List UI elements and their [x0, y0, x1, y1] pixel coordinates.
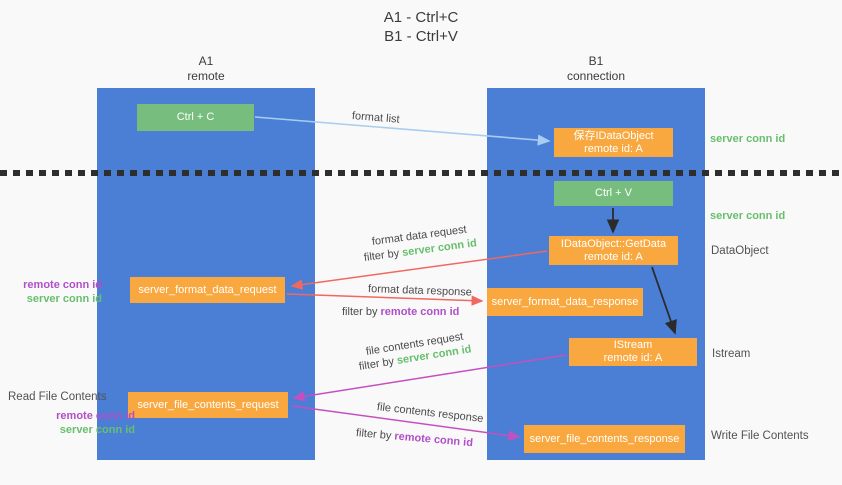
save-idataobject-line1: 保存IDataObject [573, 129, 654, 142]
remote-conn-id-text: remote conn id [380, 306, 460, 318]
read-file-contents-annotation: Read File Contents [8, 391, 107, 403]
getdata-line1: IDataObject::GetData [560, 237, 667, 250]
format-request-label: server_format_data_request [138, 283, 277, 296]
istream-line2: remote id: A [603, 352, 663, 364]
server-conn-id-annotation-left-2: server conn id [59, 424, 135, 436]
format-list-label: format list [351, 110, 401, 126]
ctrl-c-label: Ctrl + C [176, 111, 215, 123]
remote-conn-id-text: remote conn id [393, 430, 474, 450]
title-line-2: B1 - Ctrl+V [384, 28, 458, 45]
lane-header-a1: A1 remote [97, 54, 315, 84]
filter-by-remote-conn-id-label-2: filter by remote conn id [355, 427, 473, 449]
server-conn-id-annotation-1: server conn id [710, 133, 786, 145]
filter-by-text: filter by [363, 247, 403, 264]
file-response-label: server_file_contents_response [529, 432, 680, 445]
getdata-line2: remote id: A [584, 250, 643, 263]
istream-node: IStream remote id: A [569, 338, 697, 366]
remote-conn-id-annotation-2: remote conn id [56, 410, 135, 422]
server-conn-id-annotation-2: server conn id [710, 210, 786, 222]
format-data-response-label: format data response [367, 283, 473, 299]
istream-line1: IStream [613, 339, 653, 351]
server-format-data-response-node: server_format_data_response [487, 288, 643, 316]
file-contents-response-label: file contents response [376, 401, 485, 426]
istream-annotation: Istream [712, 348, 751, 360]
ctrl-v-label: Ctrl + V [595, 187, 632, 199]
format-response-label: server_format_data_response [491, 295, 639, 308]
lane-b1-role: connection [566, 69, 626, 83]
lane-a1-role: remote [187, 69, 225, 83]
filter-by-text: filter by [342, 306, 381, 318]
ctrl-c-node: Ctrl + C [137, 104, 254, 131]
filter-by-text: filter by [355, 427, 395, 443]
save-idataobject-line2: remote id: A [584, 142, 643, 155]
server-format-data-request-node: server_format_data_request [130, 277, 285, 303]
ctrl-v-node: Ctrl + V [554, 181, 673, 206]
server-file-contents-request-node: server_file_contents_request [128, 392, 288, 418]
server-conn-id-annotation-left-1: server conn id [26, 293, 102, 305]
filter-by-remote-conn-id-label-1: filter by remote conn id [342, 306, 459, 318]
title-line-1: A1 - Ctrl+C [383, 9, 459, 26]
lane-header-b1: B1 connection [487, 54, 705, 84]
server-file-contents-response-node: server_file_contents_response [524, 425, 685, 453]
save-idataobject-node: 保存IDataObject remote id: A [554, 128, 673, 157]
left-conn-id-annotations-2: remote conn id server conn id [40, 409, 135, 437]
lane-b1-name: B1 [588, 54, 604, 68]
dotted-separator-line [0, 170, 842, 176]
left-conn-id-annotations-1: remote conn id server conn id [10, 278, 102, 306]
lane-a1-name: A1 [198, 54, 214, 68]
file-request-label: server_file_contents_request [137, 398, 279, 411]
idataobject-getdata-node: IDataObject::GetData remote id: A [549, 236, 678, 265]
filter-by-text: filter by [358, 355, 398, 373]
remote-conn-id-annotation-1: remote conn id [23, 279, 102, 291]
write-file-contents-annotation: Write File Contents [711, 430, 809, 442]
dataobject-annotation: DataObject [711, 245, 769, 257]
diagram-title: A1 - Ctrl+C B1 - Ctrl+V [0, 8, 842, 46]
